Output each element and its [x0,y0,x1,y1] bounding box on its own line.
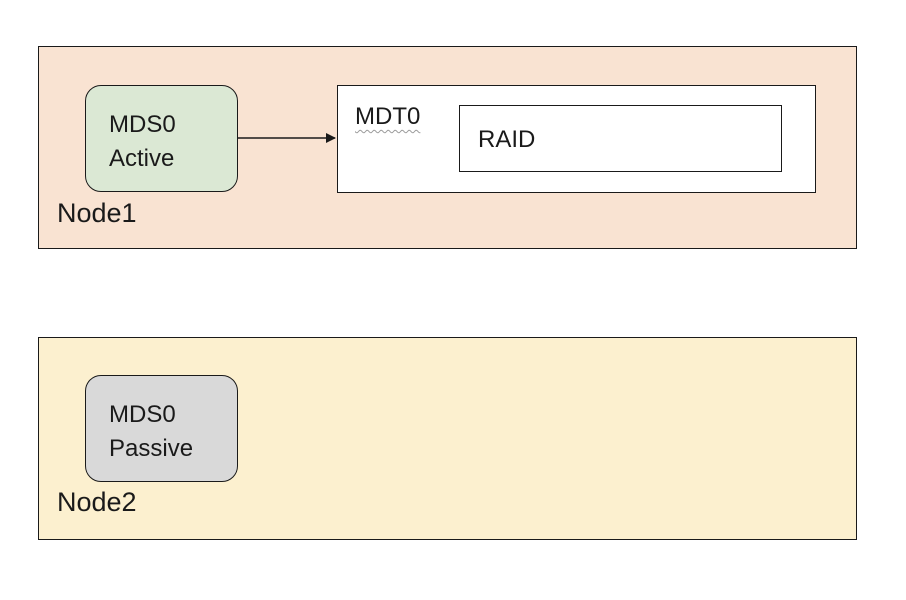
mds0-active-title: MDS0 [109,111,176,138]
node2-box: MDS0 Passive Node2 [38,337,857,540]
raid-label: RAID [478,126,536,153]
mds0-active-state: Active [109,145,175,172]
raid-box: RAID [459,105,782,172]
mds0-passive-box: MDS0 Passive [85,375,238,482]
mds0-active-box: MDS0 Active [85,85,238,192]
mdt0-label: MDT0 [355,103,421,130]
node1-box: MDS0 Active MDT0 RAID Node1 [38,46,857,249]
node1-label: Node1 [57,198,137,228]
mds0-passive-title: MDS0 [109,401,176,428]
mds0-passive-state: Passive [109,435,194,462]
mdt0-box: MDT0 RAID [337,85,816,193]
node2-label: Node2 [57,487,137,517]
